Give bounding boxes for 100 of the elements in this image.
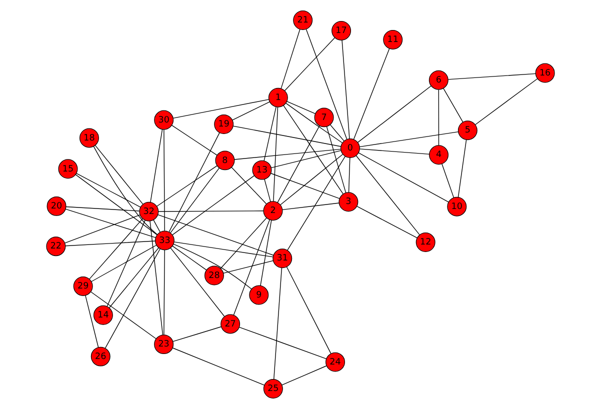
connector [276, 126, 320, 203]
connector [172, 348, 264, 386]
node-circle: 1 [268, 88, 288, 108]
node-circle: 31 [272, 248, 292, 268]
connector [106, 220, 145, 307]
connector [358, 131, 458, 148]
connector [474, 78, 538, 125]
node-circle: 30 [154, 110, 174, 130]
connector [230, 167, 266, 204]
node-circle: 11 [382, 30, 402, 50]
connector [232, 219, 270, 316]
node-circle: 14 [92, 305, 112, 325]
connector [156, 165, 217, 207]
connector [172, 175, 254, 236]
connector [64, 208, 156, 238]
connector [356, 86, 431, 143]
connector [76, 172, 140, 208]
connector [326, 126, 346, 194]
connector [457, 139, 466, 198]
node-circle: 21 [292, 10, 312, 30]
connector [272, 106, 278, 202]
node-circle: 4 [428, 145, 448, 165]
connector [280, 29, 300, 89]
connector [286, 156, 346, 251]
connector [260, 220, 272, 286]
connector [264, 178, 270, 202]
node-circle: 9 [248, 285, 268, 305]
connector [305, 28, 347, 140]
connector [168, 132, 220, 232]
node-circle: 32 [138, 202, 158, 222]
connector [263, 106, 276, 162]
connector [280, 154, 343, 206]
node-circle: 5 [457, 120, 477, 140]
connector [173, 242, 273, 258]
connector [104, 248, 160, 349]
connector [285, 102, 342, 144]
connector [84, 295, 98, 348]
node-circle: 13 [252, 160, 272, 180]
node-circle: 24 [325, 352, 344, 372]
connector [234, 148, 341, 160]
connector [88, 218, 142, 280]
connector [447, 73, 536, 80]
connector [65, 206, 140, 212]
node-circle: 27 [220, 314, 240, 334]
node-circle: 3 [338, 192, 358, 212]
connector [232, 101, 270, 120]
connector [163, 129, 164, 232]
connector [270, 150, 341, 168]
connector [94, 144, 143, 204]
node-circle: 18 [78, 128, 98, 148]
node-circle: 19 [214, 114, 234, 134]
connector [64, 240, 156, 246]
connector [232, 126, 341, 147]
node-circle: 10 [446, 196, 466, 216]
connector [108, 248, 158, 308]
connector [171, 124, 217, 156]
node-circle: 2 [262, 201, 282, 221]
connector [172, 244, 252, 290]
connector [284, 37, 335, 92]
node-circle: 29 [72, 276, 92, 296]
node-circle: 25 [262, 379, 282, 398]
connector [64, 214, 140, 244]
node-circle: 6 [428, 70, 448, 90]
connector [152, 220, 160, 232]
connector [163, 250, 164, 336]
node-circle: 15 [58, 159, 78, 179]
connector [172, 99, 269, 119]
connector [270, 173, 340, 199]
connector [286, 101, 316, 114]
node-circle: 26 [90, 346, 110, 366]
connector [149, 220, 163, 336]
connector [341, 40, 350, 140]
connector [170, 168, 220, 234]
node-circle: 12 [415, 232, 435, 252]
connector [358, 152, 448, 202]
node-circle: 17 [331, 21, 351, 40]
connector [358, 148, 430, 155]
connector [273, 267, 282, 380]
connector [90, 244, 156, 282]
node-circle: 16 [534, 63, 554, 83]
connector [352, 48, 390, 140]
connector [238, 326, 326, 360]
connector [286, 266, 331, 354]
connector [157, 214, 274, 256]
connector [220, 218, 266, 269]
connector [282, 202, 339, 210]
node-circle: 33 [154, 230, 174, 250]
connector [90, 292, 156, 340]
node-circle: 22 [46, 236, 66, 256]
connector [355, 155, 420, 235]
connector [172, 246, 206, 270]
node-circle: 8 [214, 150, 234, 170]
connector [356, 206, 418, 238]
connector [348, 158, 350, 193]
connector [222, 260, 273, 274]
connector [441, 164, 454, 198]
node-circle: 20 [46, 196, 66, 216]
connector [329, 124, 344, 142]
connector [150, 129, 162, 202]
node-circle: 0 [340, 138, 360, 158]
